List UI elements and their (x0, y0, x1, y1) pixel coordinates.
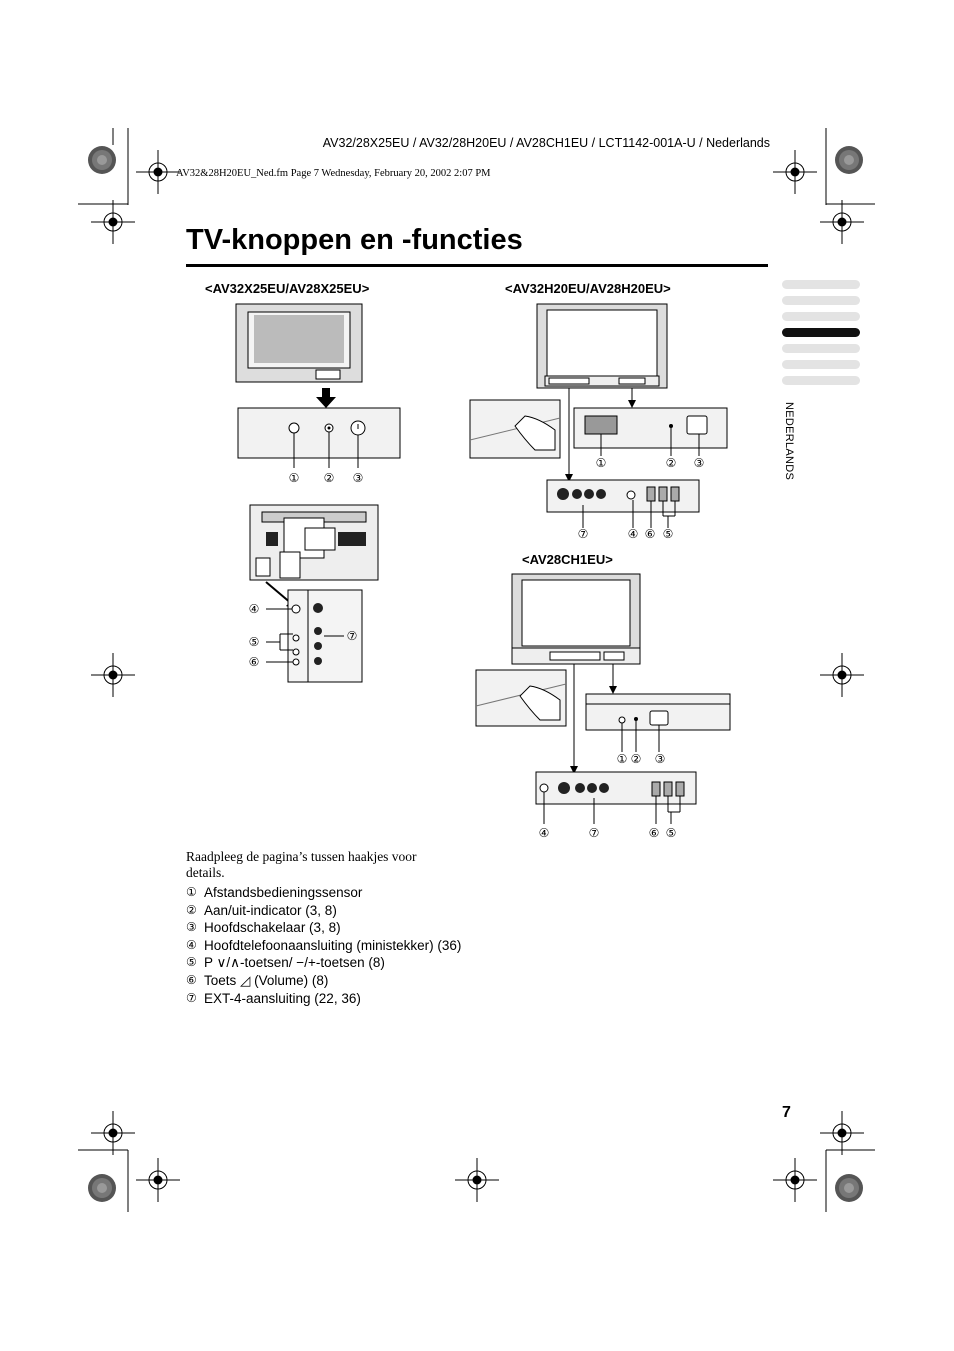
language-tab (782, 376, 860, 385)
legend-number: ⑤ (186, 955, 197, 970)
callout-7: ⑦ (578, 527, 589, 541)
legend-number: ④ (186, 937, 197, 952)
intro-text: Raadpleeg de pagina’s tussen haakjes voo… (186, 849, 417, 880)
callout-5: ⑤ (666, 826, 677, 840)
legend-text: EXT-4-aansluiting (22, 36) (204, 990, 361, 1006)
side-language-label: NEDERLANDS (783, 402, 795, 481)
legend-item: ⑦ EXT-4-aansluiting (22, 36) (186, 990, 486, 1008)
legend-text: P ∨/∧-toetsen/ −/+-toetsen (8) (204, 955, 385, 971)
page-title: TV-knoppen en -functies (186, 224, 523, 256)
model-heading-x25: <AV32X25EU/AV28X25EU> (205, 281, 370, 296)
callout-6: ⑥ (645, 527, 656, 541)
legend-number: ① (186, 885, 197, 899)
callout-3: ③ (694, 456, 705, 470)
language-tab (782, 296, 860, 305)
language-tab (782, 312, 860, 321)
legend-text: Hoofdtelefoonaansluiting (ministekker) (… (204, 937, 462, 953)
file-info-line: AV32&28H20EU_Ned.fm Page 7 Wednesday, Fe… (176, 168, 491, 179)
legend-text: Toets ◿ (Volume) (8) (204, 972, 329, 988)
legend-number: ⑦ (186, 990, 197, 1005)
callout-4: ④ (628, 527, 639, 541)
ch1-diagram: ① ② ③ ④ ⑦ ⑥ ⑤ (475, 573, 731, 840)
legend-item: ③ Hoofdschakelaar (3, 8) (186, 919, 486, 937)
h20-diagram: ① ② ③ ⑦ ④ ⑥ ⑤ (469, 303, 728, 541)
header-models-line: AV32/28X25EU / AV32/28H20EU / AV28CH1EU … (322, 136, 770, 150)
language-tab (782, 280, 860, 289)
legend-number: ③ (186, 920, 197, 935)
language-tab (782, 344, 860, 353)
legend-number: ② (186, 902, 197, 917)
legend-item: ② Aan/uit-indicator (3, 8) (186, 902, 486, 920)
callout-3: ③ (655, 752, 666, 766)
callout-7: ⑦ (347, 629, 358, 643)
callout-3: ③ (353, 471, 364, 485)
callout-5: ⑤ (249, 635, 260, 649)
language-tab-active (782, 328, 860, 337)
legend-item: ① Afstandsbedieningssensor (186, 884, 486, 902)
callout-5: ⑤ (663, 527, 674, 541)
callout-4: ④ (249, 602, 260, 616)
legend-number: ⑥ (186, 972, 197, 987)
model-heading-h20: <AV32H20EU/AV28H20EU> (505, 281, 671, 296)
legend-list: ① Afstandsbedieningssensor ② Aan/uit-indic… (186, 884, 486, 1007)
callout-4: ④ (539, 826, 550, 840)
callout-1: ① (617, 752, 628, 766)
callout-6: ⑥ (249, 655, 260, 669)
title-rule (186, 264, 768, 267)
callout-2: ② (631, 752, 642, 766)
legend-text: Hoofdschakelaar (3, 8) (204, 920, 341, 936)
legend-item: ⑥ Toets ◿ (Volume) (8) (186, 972, 486, 990)
x25-diagram: ① ② ③ ④ ⑤ ⑥ ⑦ (235, 303, 401, 683)
model-heading-ch1: <AV28CH1EU> (522, 552, 613, 567)
callout-1: ① (289, 471, 300, 485)
callout-1: ① (596, 456, 607, 470)
page-number: 7 (782, 1104, 791, 1121)
language-tabs (782, 280, 860, 392)
legend-item: ④ Hoofdtelefoonaansluiting (ministekker) … (186, 937, 486, 955)
callout-2: ② (324, 471, 335, 485)
callout-7: ⑦ (589, 826, 600, 840)
callout-6: ⑥ (649, 826, 660, 840)
callout-2: ② (666, 456, 677, 470)
legend-text: Aan/uit-indicator (3, 8) (204, 902, 337, 918)
language-tab (782, 360, 860, 369)
legend-text: Afstandsbedieningssensor (204, 885, 363, 900)
legend-item: ⑤ P ∨/∧-toetsen/ −/+-toetsen (8) (186, 954, 486, 972)
